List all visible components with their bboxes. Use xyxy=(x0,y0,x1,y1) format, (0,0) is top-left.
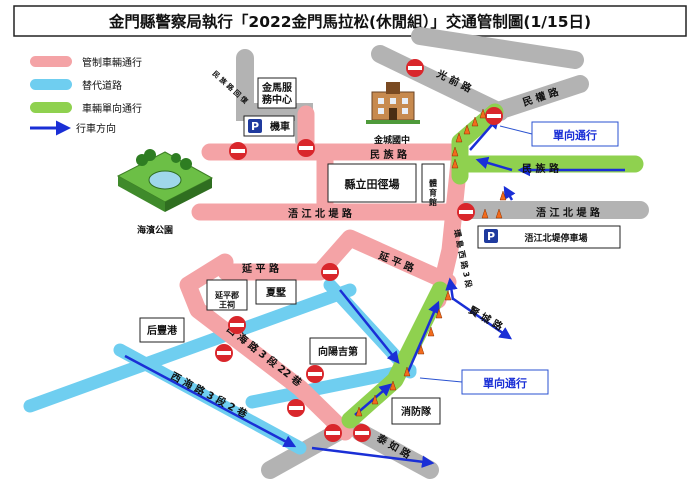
control-roads xyxy=(179,105,469,441)
place-label-stadium: 縣立田徑場 xyxy=(345,177,400,191)
road-label-ximen-2: 西 海 路 3 段 2 巷 xyxy=(169,369,251,421)
place-label-temple: 延平郡王祠 xyxy=(214,290,239,310)
place-label-houfeng: 后豐港 xyxy=(147,324,178,337)
box-fire-team xyxy=(391,397,441,425)
legend-swatch-alternate xyxy=(30,79,72,90)
box-jinma-service xyxy=(257,77,297,109)
school-building-icon xyxy=(366,82,420,124)
place-label-jinma: 金馬服務中心 xyxy=(261,81,293,106)
box-wujiang-parking xyxy=(477,225,621,249)
box-xiangyang xyxy=(309,337,367,365)
place-label-haibin: 海濱公園 xyxy=(137,224,173,236)
no-entry-sign xyxy=(306,365,324,383)
place-label-school: 金城國中 xyxy=(373,134,410,146)
place-label-gym: 體育館 xyxy=(428,178,437,207)
no-entry-sign xyxy=(457,203,475,221)
no-entry-sign xyxy=(215,344,233,362)
map-title: 金門縣警察局執行「2022金門馬拉松(休閒組）」交通管制圖(1/15日) xyxy=(108,12,591,31)
box-gym xyxy=(421,163,445,203)
box-oneway-top xyxy=(531,121,619,147)
box-stadium xyxy=(327,163,417,203)
place-labels: 金馬服務中心 機車 金城國中 縣立田徑場 體育館 海濱公園 延平郡王祠 夏墅 后… xyxy=(137,81,597,418)
no-entry-sign xyxy=(406,59,424,77)
place-label-xiangyang: 向陽吉第 xyxy=(318,345,358,358)
box-oneway-bottom xyxy=(461,369,549,395)
direction-arrows xyxy=(124,116,625,468)
legend-label-control: 管制車輛通行 xyxy=(82,56,142,69)
legend-label-oneway: 車輛單向通行 xyxy=(82,102,142,115)
parking-icon xyxy=(248,119,262,133)
callout-pointers xyxy=(419,125,533,383)
legend-swatch-control xyxy=(30,56,72,67)
no-entry-sign xyxy=(485,107,503,125)
road-label-wujiang-east: 浯 江 北 堤 路 xyxy=(536,206,601,219)
no-entry-sign xyxy=(228,316,246,334)
place-label-fire: 消防隊 xyxy=(401,405,432,418)
no-entry-sign xyxy=(287,399,305,417)
legend-swatch-oneway xyxy=(30,102,72,113)
no-entry-sign xyxy=(324,424,342,442)
callout-oneway-bottom: 單向通行 xyxy=(483,376,527,390)
callout-oneway-top: 單向通行 xyxy=(553,128,597,142)
title-box xyxy=(13,5,687,37)
park-icon xyxy=(116,149,214,212)
legend-label-direction: 行車方向 xyxy=(76,122,116,135)
no-entry-signs xyxy=(215,59,503,442)
traffic-cones xyxy=(355,108,507,417)
box-yanping-temple xyxy=(206,279,248,311)
road-label-minzu: 民 族 路 xyxy=(370,148,408,161)
road-label-wujiang: 浯 江 北 堤 路 xyxy=(288,207,353,220)
box-summer-villa xyxy=(255,279,297,305)
road-label-xiancheng: 賢 城 路 xyxy=(467,303,506,333)
parking-icons: P P xyxy=(248,119,498,243)
legend-label-alternate: 替代道路 xyxy=(82,79,122,92)
no-entry-sign xyxy=(297,139,315,157)
no-entry-sign xyxy=(353,424,371,442)
road-label-yanping-w: 延 平 路 xyxy=(241,262,280,275)
legend: 管制車輛通行 替代道路 車輛單向通行 行車方向 xyxy=(30,56,142,136)
place-label-parking: 浯江北堤停車場 xyxy=(524,232,587,244)
no-entry-sign xyxy=(321,263,339,281)
road-label-minzu-east: 民 族 路 xyxy=(522,162,560,175)
parking-icon-label: P xyxy=(251,120,259,133)
box-houfeng xyxy=(139,317,185,343)
parking-icon-label: P xyxy=(487,230,495,243)
place-label-locomotive: 機車 xyxy=(270,120,290,133)
parking-icon xyxy=(484,229,498,243)
place-label-villa: 夏墅 xyxy=(265,287,286,299)
no-entry-sign xyxy=(229,142,247,160)
